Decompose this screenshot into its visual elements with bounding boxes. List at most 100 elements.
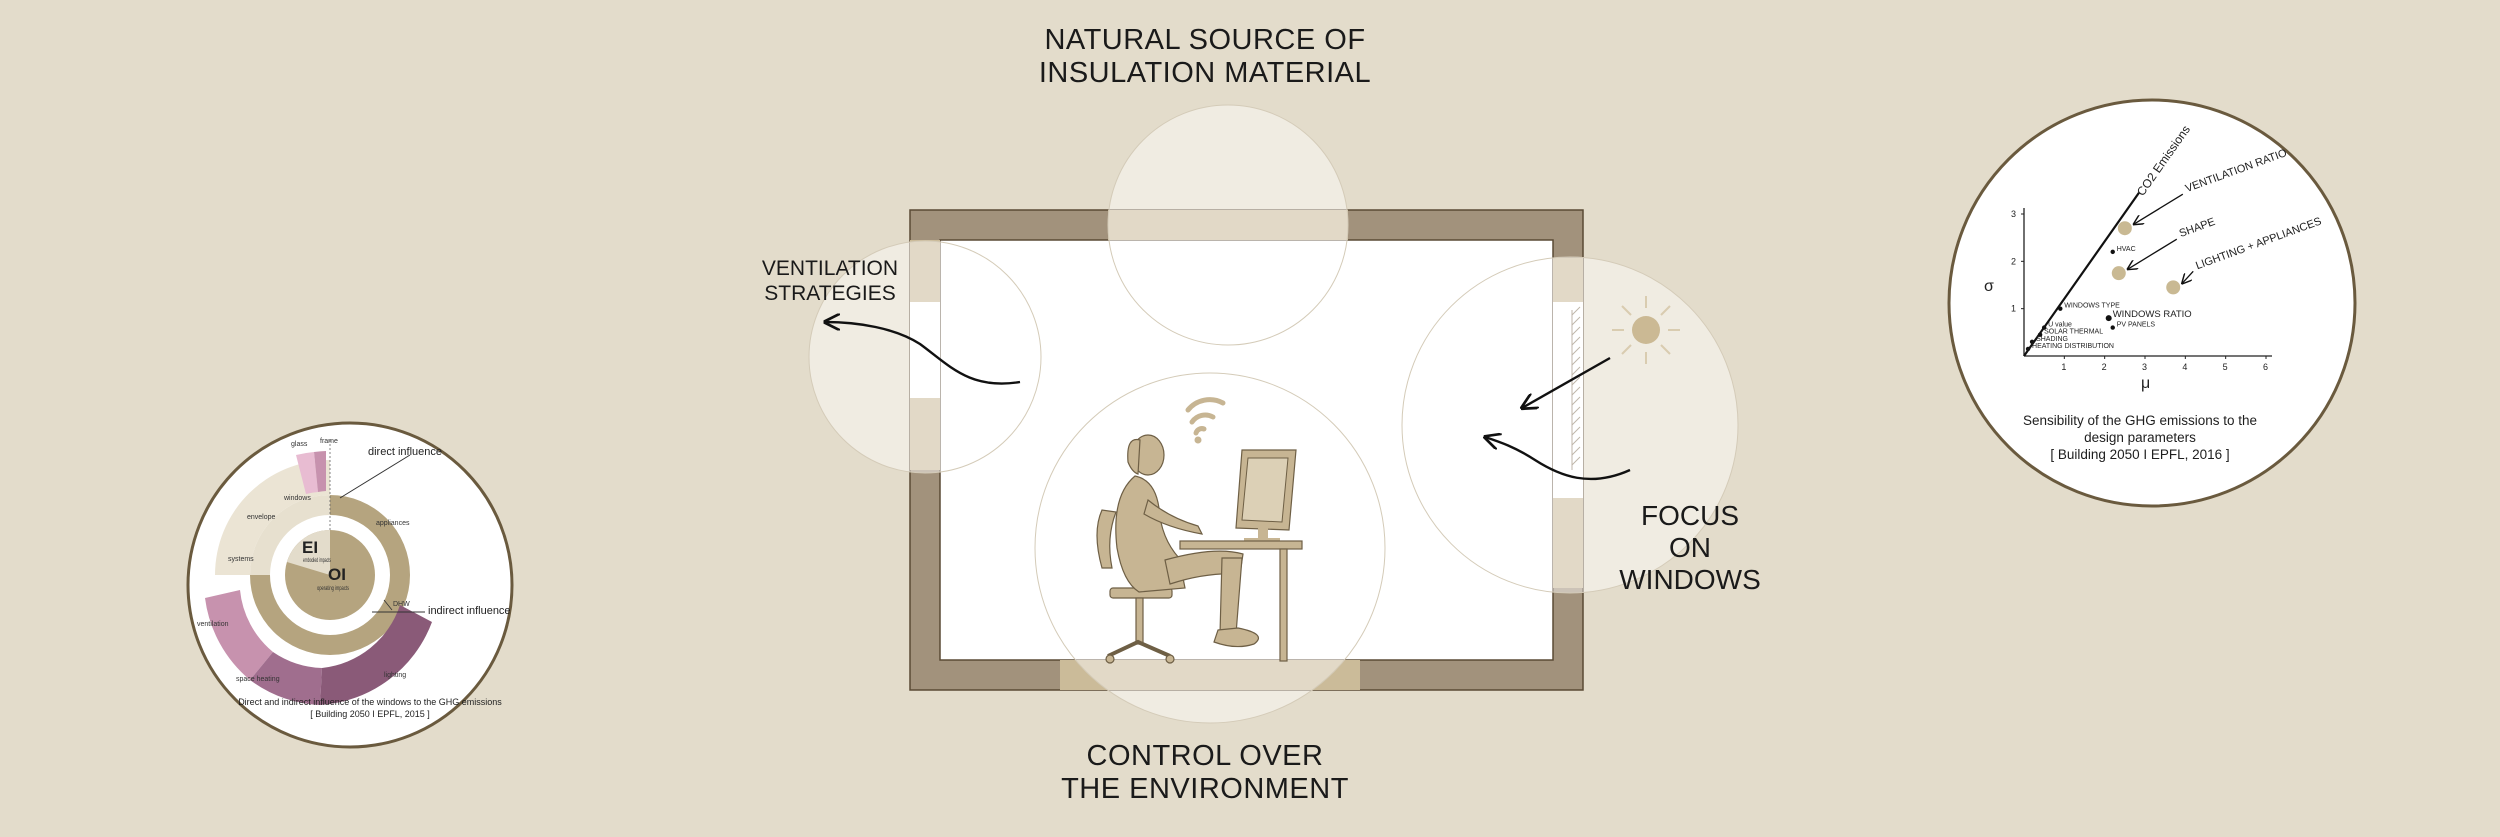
donut-label-systems: systems	[228, 556, 254, 563]
chart-point-label: PV PANELS	[2117, 322, 2156, 329]
chart-y-tick-label: 3	[2011, 209, 2016, 219]
donut-caption-line2: [ Building 2050 I EPFL, 2015 ]	[310, 709, 430, 719]
window-glazing-hatch	[1571, 306, 1581, 470]
donut-label-el: EI	[302, 538, 318, 557]
chart-point-highlight	[2111, 266, 2126, 281]
donut-label-ol-sub: operating impacts	[317, 585, 349, 592]
chart-point-arrow	[2134, 193, 2184, 224]
donut-caption-line1: Direct and indirect influence of the win…	[238, 697, 502, 707]
donut-segment-ventilation	[205, 590, 273, 680]
chart-caption: Sensibility of the GHG emissions to the …	[1970, 412, 2310, 463]
chart-x-tick-label: 5	[2223, 362, 2228, 372]
donut-label-lighting: lighting	[384, 672, 406, 679]
roof-insulation-band	[1108, 210, 1348, 240]
person-at-desk-icon	[1115, 434, 1259, 648]
floor-light-band	[1060, 660, 1360, 690]
arrow-icon-ventilation	[825, 322, 1021, 385]
donut-label-frame: frame	[320, 438, 338, 445]
sun-icon	[1612, 296, 1680, 364]
chart-point-highlight	[2166, 280, 2181, 295]
donut-label-dhw: DHW	[393, 601, 410, 608]
chart-caption-line3: [ Building 2050 I EPFL, 2016 ]	[2050, 447, 2230, 462]
donut-label-direct-influence: direct influence	[368, 446, 442, 458]
right-wall-light-segment-top	[1553, 258, 1583, 302]
chart-circle-frame	[1947, 98, 2357, 508]
chart-caption-line2: design parameters	[2084, 430, 2196, 445]
donut-label-appliances: appliances	[376, 520, 410, 527]
office-chair-icon	[1096, 509, 1175, 664]
left-wall-light-segment-bottom	[910, 398, 940, 470]
label-windows-line3: WINDOWS	[1619, 564, 1761, 595]
label-natural-insulation: NATURAL SOURCE OF INSULATION MATERIAL	[1010, 24, 1400, 90]
focus-circle-ventilation	[808, 240, 1042, 474]
chart-point-label: HVAC	[2117, 246, 2136, 253]
donut-label-indirect-influence: indirect influence	[428, 605, 511, 617]
label-ventilation-strategies: VENTILATION STRATEGIES	[730, 256, 930, 306]
chart-caption-line1: Sensibility of the GHG emissions to the	[2022, 413, 2258, 428]
donut-segment-frame	[314, 451, 326, 492]
chart-point-highlight	[2117, 221, 2132, 236]
window-opening	[1553, 302, 1583, 498]
donut-segment-lighting	[320, 605, 432, 705]
right-wall-light-segment-bottom	[1553, 498, 1583, 588]
chart-point	[2029, 339, 2035, 344]
focus-circle-insulation	[1107, 104, 1349, 346]
chart-x-tick-label: 2	[2102, 362, 2107, 372]
donut-label-space-heating: space heating	[236, 676, 280, 683]
donut-direct-leader	[339, 454, 411, 499]
donut-label-envelope: envelope	[247, 514, 276, 521]
chart-point	[2110, 249, 2115, 255]
label-ventilation-line2: STRATEGIES	[764, 282, 896, 305]
chart-point-label: SOLAR THERMAL	[2044, 329, 2103, 336]
donut-dhw-leader	[383, 599, 393, 611]
desk	[1179, 540, 1303, 662]
chart-point-label: SHADING	[2036, 336, 2068, 343]
chart-y-axis-label: σ	[1984, 278, 1994, 295]
chart-point-label: WINDOWS RATIO	[2113, 309, 2192, 320]
chart-y-tick-label: 2	[2011, 256, 2016, 266]
label-focus-on-windows: FOCUS ON WINDOWS	[1590, 500, 1790, 596]
chart-x-tick-label: 4	[2182, 362, 2187, 372]
chart-point-label: HEATING DISTRIBUTION	[2032, 343, 2114, 350]
chart-x-tick-label: 3	[2142, 362, 2147, 372]
room	[909, 209, 1584, 691]
donut-caption: Direct and indirect influence of the win…	[220, 696, 520, 720]
label-ventilation-line1: VENTILATION	[761, 257, 899, 280]
wifi-signal-icon	[1185, 397, 1226, 444]
computer-monitor-icon	[1235, 449, 1297, 543]
chart-point-arrow	[2182, 270, 2194, 283]
donut-label-glass: glass	[291, 441, 308, 448]
donut-label-el-sub: embodied impacts	[303, 557, 331, 564]
chart-point-arrow	[2128, 238, 2178, 269]
donut-ring-embodied	[250, 495, 330, 575]
label-natural-insulation-line1: NATURAL SOURCE OF	[1044, 24, 1366, 56]
chart-point	[2025, 346, 2031, 352]
arrow-icon-window-focus	[1485, 437, 1631, 481]
windows-influence-donut: EI embodied impacts OI operating impacts…	[186, 421, 514, 749]
donut-label-ventilation: ventilation	[197, 621, 229, 628]
label-control-line2: THE ENVIRONMENT	[1061, 773, 1349, 805]
chart-point	[2105, 315, 2112, 322]
arrow-icon-sun-rays	[1522, 356, 1611, 408]
left-wall-light-segment-top	[910, 240, 940, 302]
donut-el-wedge	[287, 530, 330, 575]
chart-x-tick-label: 6	[2263, 362, 2268, 372]
chart-x-tick-label: 1	[2061, 362, 2066, 372]
chart-point	[2110, 325, 2115, 330]
chart-point	[2041, 325, 2047, 330]
chart-x-axis-label: μ	[2141, 375, 2150, 392]
label-control-environment: CONTROL OVER THE ENVIRONMENT	[1020, 740, 1390, 806]
label-natural-insulation-line2: INSULATION MATERIAL	[1038, 57, 1372, 89]
donut-outer-light-ring	[215, 460, 330, 575]
chart-y-tick-label: 1	[2011, 304, 2016, 314]
label-control-line1: CONTROL OVER	[1086, 740, 1324, 772]
donut-label-ol: OI	[328, 565, 346, 584]
left-wall-opening	[910, 302, 940, 398]
donut-label-windows: windows	[283, 495, 311, 502]
label-windows-line2: ON	[1669, 532, 1711, 563]
chart-point-label: U value	[2048, 322, 2072, 329]
label-windows-line1: FOCUS	[1641, 500, 1739, 531]
